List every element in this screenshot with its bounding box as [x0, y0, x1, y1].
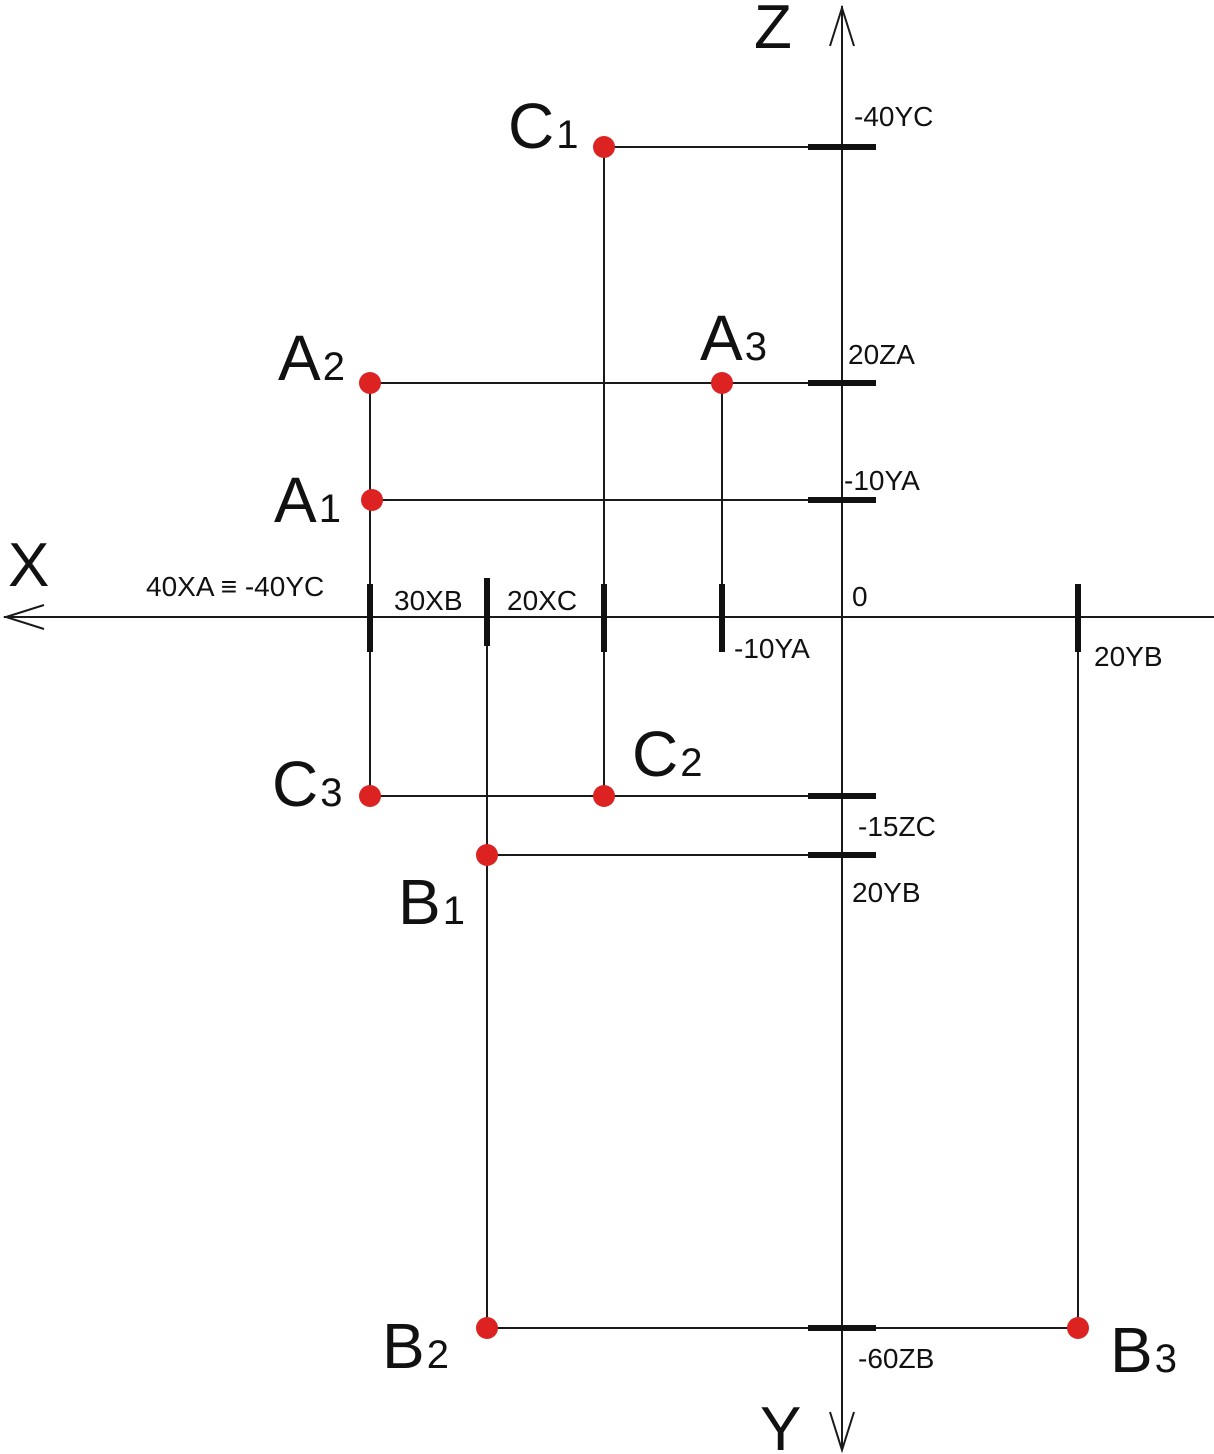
ticklabel-20yb-x: 20YB: [1094, 641, 1163, 672]
ticklabel-minus10ya-x: -10YA: [734, 633, 810, 664]
axis-label-y: Y: [760, 1395, 801, 1454]
vertical-axis-ticks: [808, 144, 876, 1331]
point-c1: [593, 136, 615, 158]
origin-label: 0: [852, 581, 868, 612]
label-b2: B2: [382, 1310, 449, 1382]
label-a3: A3: [700, 302, 767, 374]
ticklabel-30xb: 30XB: [394, 585, 463, 616]
ticklabel-40xa-40yc: 40XA ≡ -40YC: [146, 571, 324, 602]
point-a1: [361, 489, 383, 511]
point-b1: [476, 844, 498, 866]
label-a1: A1: [274, 464, 341, 536]
ticklabel-minus10ya-z: -10YA: [844, 465, 920, 496]
label-b3: B3: [1110, 1314, 1177, 1386]
points: [359, 136, 1089, 1339]
label-c3: C3: [272, 748, 342, 820]
horizontal-axis-ticks: [367, 578, 1081, 652]
label-a2: A2: [278, 322, 345, 394]
y-axis-arrow: [829, 1411, 855, 1454]
point-b3: [1067, 1317, 1089, 1339]
label-c2: C2: [632, 718, 702, 790]
point-b2: [476, 1317, 498, 1339]
ticklabel-20yb-z: 20YB: [852, 877, 921, 908]
point-c3: [359, 785, 381, 807]
horizontal-axis-tick-labels: 40XA ≡ -40YC 30XB 20XC -10YA 20YB: [146, 571, 1163, 672]
z-axis-arrow: [829, 4, 855, 47]
point-labels: C1 A2 A3 A1 C3 C2 B1 B2 B3: [272, 90, 1177, 1386]
ticklabel-20xc: 20XC: [507, 585, 577, 616]
point-c2: [593, 785, 615, 807]
point-a2: [359, 372, 381, 394]
x-axis-arrow: [2, 604, 45, 630]
ticklabel-minus60zb: -60ZB: [858, 1343, 934, 1374]
vertical-axis-tick-labels: -40YC 20ZA -10YA -15ZC 20YB -60ZB: [844, 101, 936, 1374]
ticklabel-minus15zc: -15ZC: [858, 811, 936, 842]
axis-label-z: Z: [754, 0, 792, 62]
label-c1: C1: [508, 90, 578, 162]
label-b1: B1: [398, 866, 465, 938]
ticklabel-minus40yc: -40YC: [854, 101, 933, 132]
point-a3: [711, 372, 733, 394]
ticklabel-20za: 20ZA: [848, 339, 915, 370]
construction-lines: [369, 146, 1079, 1329]
axis-label-x: X: [8, 531, 49, 600]
